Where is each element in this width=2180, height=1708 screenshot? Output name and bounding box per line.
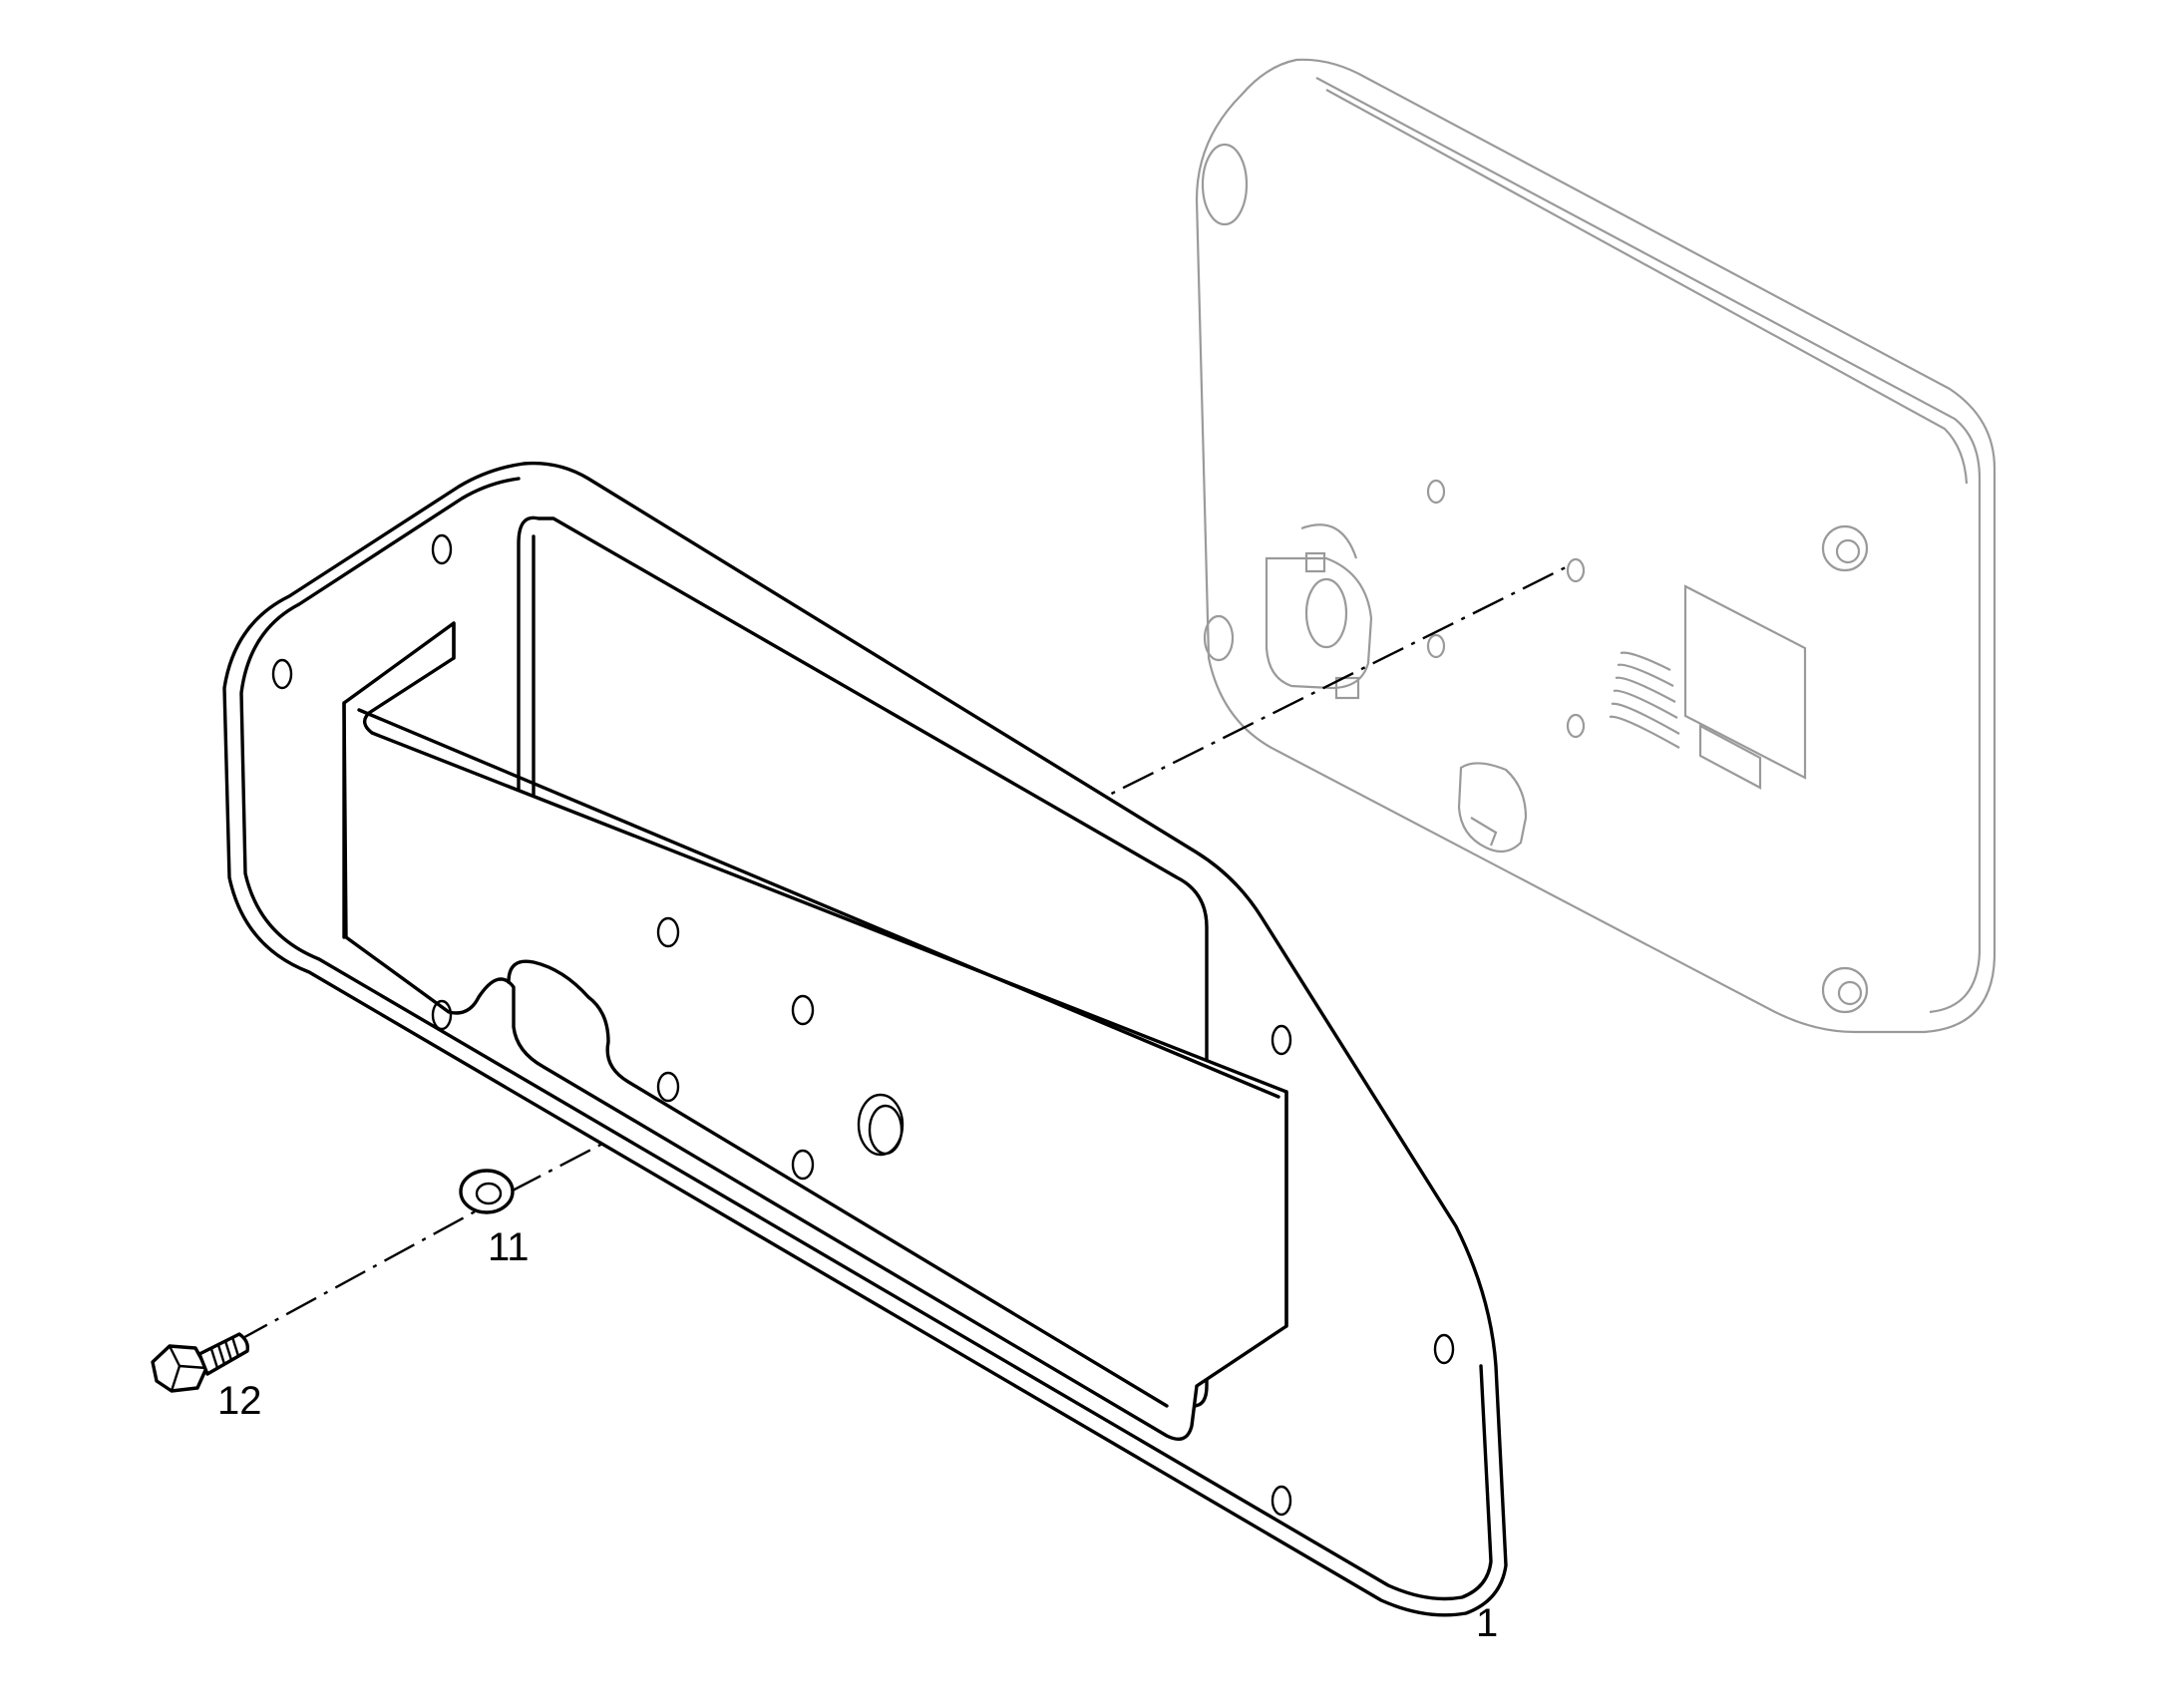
display-connector-a-latch — [1304, 551, 1326, 573]
housing-plate-flange-edge — [239, 477, 1493, 1601]
tray-hole-3 — [656, 1071, 680, 1103]
display-connector-a-tab — [1334, 676, 1360, 700]
tray-hole-1 — [656, 916, 680, 948]
bolt-hex-edge-3 — [179, 1364, 207, 1370]
callout-12-bolt: 12 — [217, 1379, 262, 1423]
display-unit-rim-inner — [1325, 89, 1969, 485]
flange-hole-6 — [1271, 1485, 1292, 1517]
tray-hole-4 — [791, 1149, 815, 1181]
flange-hole-3 — [431, 999, 453, 1031]
washer-inner — [475, 1182, 503, 1205]
display-boss-top-left — [1201, 143, 1249, 226]
flange-hole-2 — [271, 658, 293, 690]
centerline-bolt-to-plate — [236, 1206, 482, 1343]
display-connector-b-latch — [1470, 817, 1498, 847]
housing-plate-tray-lip — [342, 621, 1288, 1328]
display-boss-bottom-right-inner — [1837, 980, 1863, 1006]
display-unit-body — [1195, 58, 1997, 1034]
washer — [459, 1169, 515, 1214]
display-connector-a — [1265, 556, 1373, 690]
display-boss-bottom-right — [1821, 966, 1869, 1014]
display-hole-2 — [1566, 557, 1586, 583]
flange-hole-4 — [1271, 1024, 1292, 1056]
display-hole-1 — [1426, 479, 1446, 505]
housing-plate-tray — [342, 621, 1288, 1441]
callout-11-washer: 11 — [488, 1225, 530, 1269]
flange-hole-1 — [431, 533, 453, 565]
display-label-plate — [1683, 584, 1807, 780]
display-vent-grille — [1609, 651, 1680, 749]
display-label-tag — [1698, 724, 1762, 790]
display-unit-rim — [1315, 77, 1982, 1014]
bolt-threads — [209, 1336, 240, 1369]
housing-plate-notch — [507, 959, 1169, 1408]
display-hole-4 — [1566, 713, 1586, 739]
tray-hole-large-inner — [868, 1104, 904, 1156]
housing-plate-tray-inner-edge — [357, 708, 1280, 1099]
flange-hole-5 — [1433, 1333, 1455, 1365]
bolt — [151, 1332, 250, 1393]
display-connector-a-cable — [1300, 523, 1358, 559]
bolt-hex-edge-1 — [168, 1345, 182, 1367]
bolt-hex-edge-2 — [170, 1365, 182, 1392]
display-connector-b — [1457, 762, 1528, 854]
display-boss-right — [1821, 524, 1869, 572]
display-hole-3 — [1426, 633, 1446, 659]
display-unit-ghost — [1195, 58, 1997, 1034]
tray-hole-2 — [791, 994, 815, 1026]
display-connector-a-port — [1304, 577, 1348, 649]
tray-hole-large — [857, 1093, 905, 1157]
housing-plate — [222, 461, 1508, 1617]
bolt-shank — [197, 1332, 250, 1376]
washer-outer — [459, 1169, 515, 1214]
callout-1-housing-plate: 1 — [1476, 1601, 1499, 1645]
display-boss-right-inner — [1835, 538, 1861, 564]
display-boss-mid-left — [1203, 614, 1235, 662]
